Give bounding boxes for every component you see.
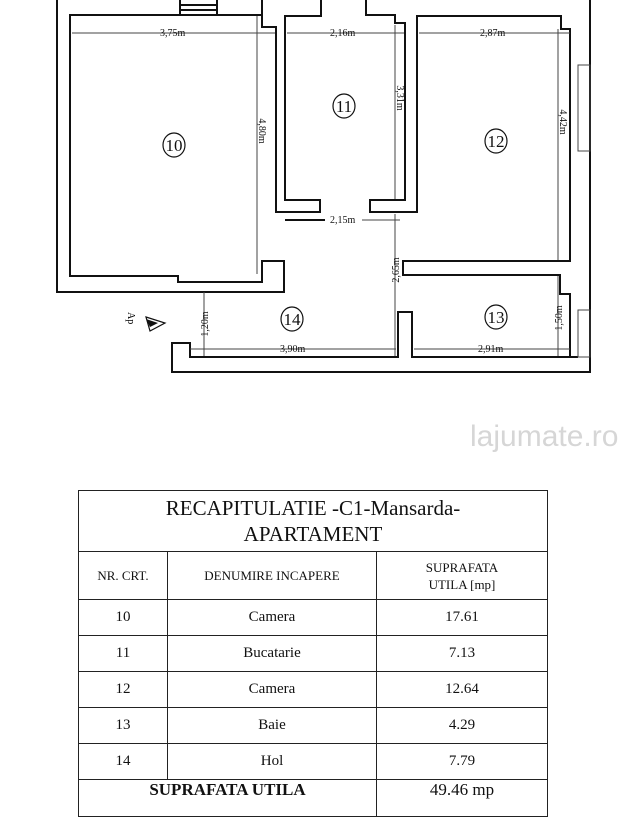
- table-title-line1: RECAPITULATIE -C1-Mansarda-: [165, 496, 461, 520]
- header-nr: NR. CRT.: [78, 551, 168, 600]
- dim-hall-height: 2,65m: [391, 257, 402, 283]
- stairs: [179, 0, 218, 16]
- room-label-10: 10: [162, 132, 186, 158]
- outer-wall-right: [171, 0, 591, 373]
- dim-r12-width: 2,87m: [480, 28, 506, 39]
- dim-r14-width: 3,90m: [280, 344, 306, 355]
- floor-plan: 3,75m 2,16m 2,87m 4,80m 3,31m 4,42m 2,15…: [56, 0, 591, 373]
- room-label-12: 12: [484, 128, 508, 154]
- dim-r11-height: 3,31m: [394, 85, 405, 111]
- svg-text:13: 13: [488, 308, 505, 327]
- dim-r14-height: 1,20m: [200, 311, 211, 337]
- entry-arrow-icon: Ap: [125, 312, 167, 332]
- dimension-lines: [72, 16, 570, 356]
- table-title-line2: APARTAMENT: [243, 522, 383, 546]
- room-label-13: 13: [484, 304, 508, 330]
- entry-label: Ap: [125, 312, 136, 324]
- dim-r11-width: 2,16m: [330, 28, 356, 39]
- dim-r13-height: 1,50m: [554, 305, 565, 331]
- dim-r12-height: 4,42m: [557, 109, 568, 135]
- dim-r10-width: 3,75m: [160, 28, 186, 39]
- total-label: SUPRAFATA UTILA: [78, 779, 377, 817]
- window-right: [577, 64, 591, 358]
- dim-r13-width: 2,91m: [478, 344, 504, 355]
- total-value: 49.46 mp: [376, 779, 548, 817]
- total-row: SUPRAFATA UTILA 49.46 mp: [78, 779, 548, 817]
- dim-r10-height: 4,80m: [256, 118, 267, 144]
- svg-text:14: 14: [284, 310, 302, 329]
- svg-text:11: 11: [336, 97, 352, 116]
- svg-text:12: 12: [488, 132, 505, 151]
- room-label-11: 11: [332, 93, 356, 119]
- room-label-14: 14: [280, 306, 304, 332]
- watermark: lajumate.ro: [470, 420, 619, 453]
- svg-text:10: 10: [166, 136, 183, 155]
- dim-r11-opening: 2,15m: [330, 215, 356, 226]
- table-title: RECAPITULATIE -C1-Mansarda- APARTAMENT: [78, 490, 548, 552]
- room-11-walls: [261, 0, 571, 357]
- header-name: DENUMIRE INCAPERE: [167, 551, 377, 600]
